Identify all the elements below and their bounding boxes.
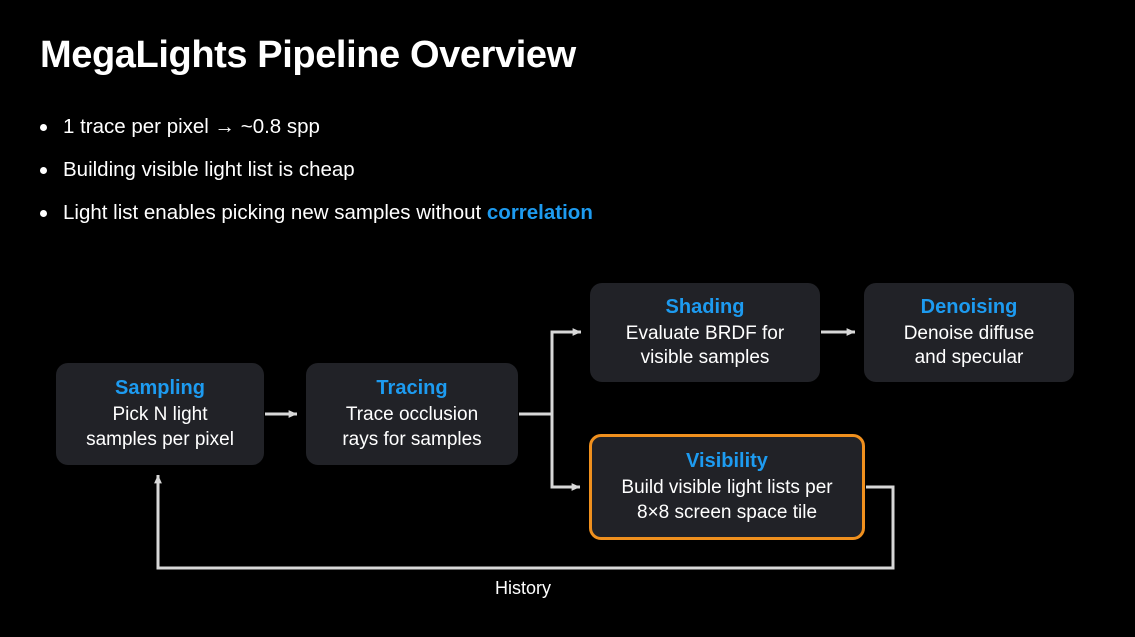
page-title: MegaLights Pipeline Overview <box>40 34 576 76</box>
node-title: Sampling <box>114 377 205 400</box>
list-item: Building visible light list is cheap <box>40 157 940 200</box>
node-title: Shading <box>665 295 745 318</box>
list-item-text-main: Building visible light list is cheap <box>63 158 355 181</box>
node-denoising[interactable]: Denoising Denoise diffuse and specular <box>864 283 1074 382</box>
edge-tracing-to-visibility <box>550 414 581 491</box>
node-body: Pick N light samples per pixel <box>86 404 234 450</box>
node-tracing[interactable]: Tracing Trace occlusion rays for samples <box>306 363 518 465</box>
node-body: Denoise diffuse and specular <box>903 322 1035 368</box>
list-item-text-main: 1 trace per pixel → ~0.8 spp <box>63 115 320 138</box>
list-item: 1 trace per pixel → ~0.8 spp <box>40 114 940 157</box>
node-sampling[interactable]: Sampling Pick N light samples per pixel <box>56 363 264 465</box>
bullet-dot-icon <box>40 167 47 174</box>
node-shading[interactable]: Shading Evaluate BRDF for visible sample… <box>590 283 820 382</box>
bullet-list: 1 trace per pixel → ~0.8 spp Building vi… <box>40 114 940 243</box>
node-visibility[interactable]: Visibility Build visible light lists per… <box>589 434 865 540</box>
node-body: Build visible light lists per 8×8 screen… <box>621 477 833 523</box>
node-body: Trace occlusion rays for samples <box>342 404 482 450</box>
node-title: Tracing <box>376 377 448 400</box>
list-item-text-main: Light list enables picking new samples w… <box>63 201 487 224</box>
list-item-text: 1 trace per pixel → ~0.8 spp <box>63 114 320 141</box>
edge-tracing-to-shading <box>519 328 582 416</box>
node-title: Visibility <box>686 450 768 473</box>
list-item-text: Light list enables picking new samples w… <box>63 200 593 227</box>
node-body: Evaluate BRDF for visible samples <box>625 322 785 368</box>
edge-label-history: History <box>495 578 552 598</box>
edge-visibility-to-sampling-history <box>154 474 895 570</box>
list-item: Light list enables picking new samples w… <box>40 200 940 243</box>
bullet-dot-icon <box>40 124 47 131</box>
node-title: Denoising <box>920 295 1018 318</box>
bullet-dot-icon <box>40 210 47 217</box>
list-item-text: Building visible light list is cheap <box>63 157 355 184</box>
list-item-accent-term: correlation <box>486 201 593 224</box>
